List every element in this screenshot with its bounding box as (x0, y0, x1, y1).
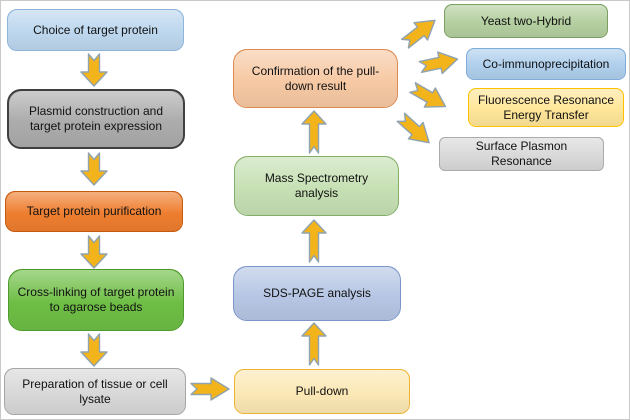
node-label: Co-immunoprecipitation (482, 56, 610, 71)
node-mass-spectrometry-analysis: Mass Spectrometry analysis (234, 156, 399, 216)
arrow-up-icon (301, 219, 327, 263)
node-label: SDS-PAGE analysis (263, 286, 371, 300)
node-label: Surface Plasmon Resonance (475, 139, 568, 168)
node-choice-of-target-protein: Choice of target protein (7, 9, 184, 51)
node-surface-plasmon-resonance: Surface Plasmon Resonance (439, 137, 604, 171)
node-plasmid-construction: Plasmid construction and target protein … (7, 89, 185, 149)
node-label: Cross-linking of target protein to agaro… (17, 285, 175, 314)
node-yeast-two-hybrid: Yeast two-Hybrid (444, 4, 608, 38)
arrow-up-icon (301, 110, 327, 154)
node-target-protein-purification: Target protein purification (5, 191, 183, 232)
arrow-down-right-icon (396, 112, 430, 144)
arrow-down-icon (80, 152, 108, 186)
node-label: Choice of target protein (33, 22, 158, 37)
arrow-down-right-icon (409, 82, 447, 108)
node-label: Mass Spectrometry analysis (264, 171, 369, 200)
node-label: Target protein purification (26, 204, 162, 218)
arrow-down-icon (80, 235, 108, 269)
arrow-right-icon (190, 377, 230, 401)
node-co-immunoprecipitation: Co-immunoprecipitation (466, 48, 626, 80)
arrow-down-icon (80, 53, 108, 87)
node-sds-page-analysis: SDS-PAGE analysis (233, 266, 401, 321)
arrow-down-icon (80, 333, 108, 367)
node-label: Confirmation of the pull-down result (251, 63, 380, 93)
node-label: Pull-down (295, 384, 349, 398)
node-label: Yeast two-Hybrid (480, 13, 572, 28)
node-confirmation-of-pull-down-result: Confirmation of the pull-down result (233, 49, 398, 108)
node-label: Preparation of tissue or cell lysate (22, 376, 168, 406)
node-lysate-preparation: Preparation of tissue or cell lysate (4, 368, 186, 415)
node-label: Plasmid construction and target protein … (28, 104, 164, 133)
arrow-up-icon (301, 322, 327, 366)
arrow-right-icon (418, 51, 459, 75)
node-cross-linking: Cross-linking of target protein to agaro… (8, 269, 184, 331)
node-label: Fluorescence Resonance Energy Transfer (477, 92, 615, 122)
arrow-up-right-icon (400, 19, 436, 49)
node-fluorescence-resonance-energy-transfer: Fluorescence Resonance Energy Transfer (468, 88, 624, 127)
node-pull-down: Pull-down (234, 369, 410, 414)
